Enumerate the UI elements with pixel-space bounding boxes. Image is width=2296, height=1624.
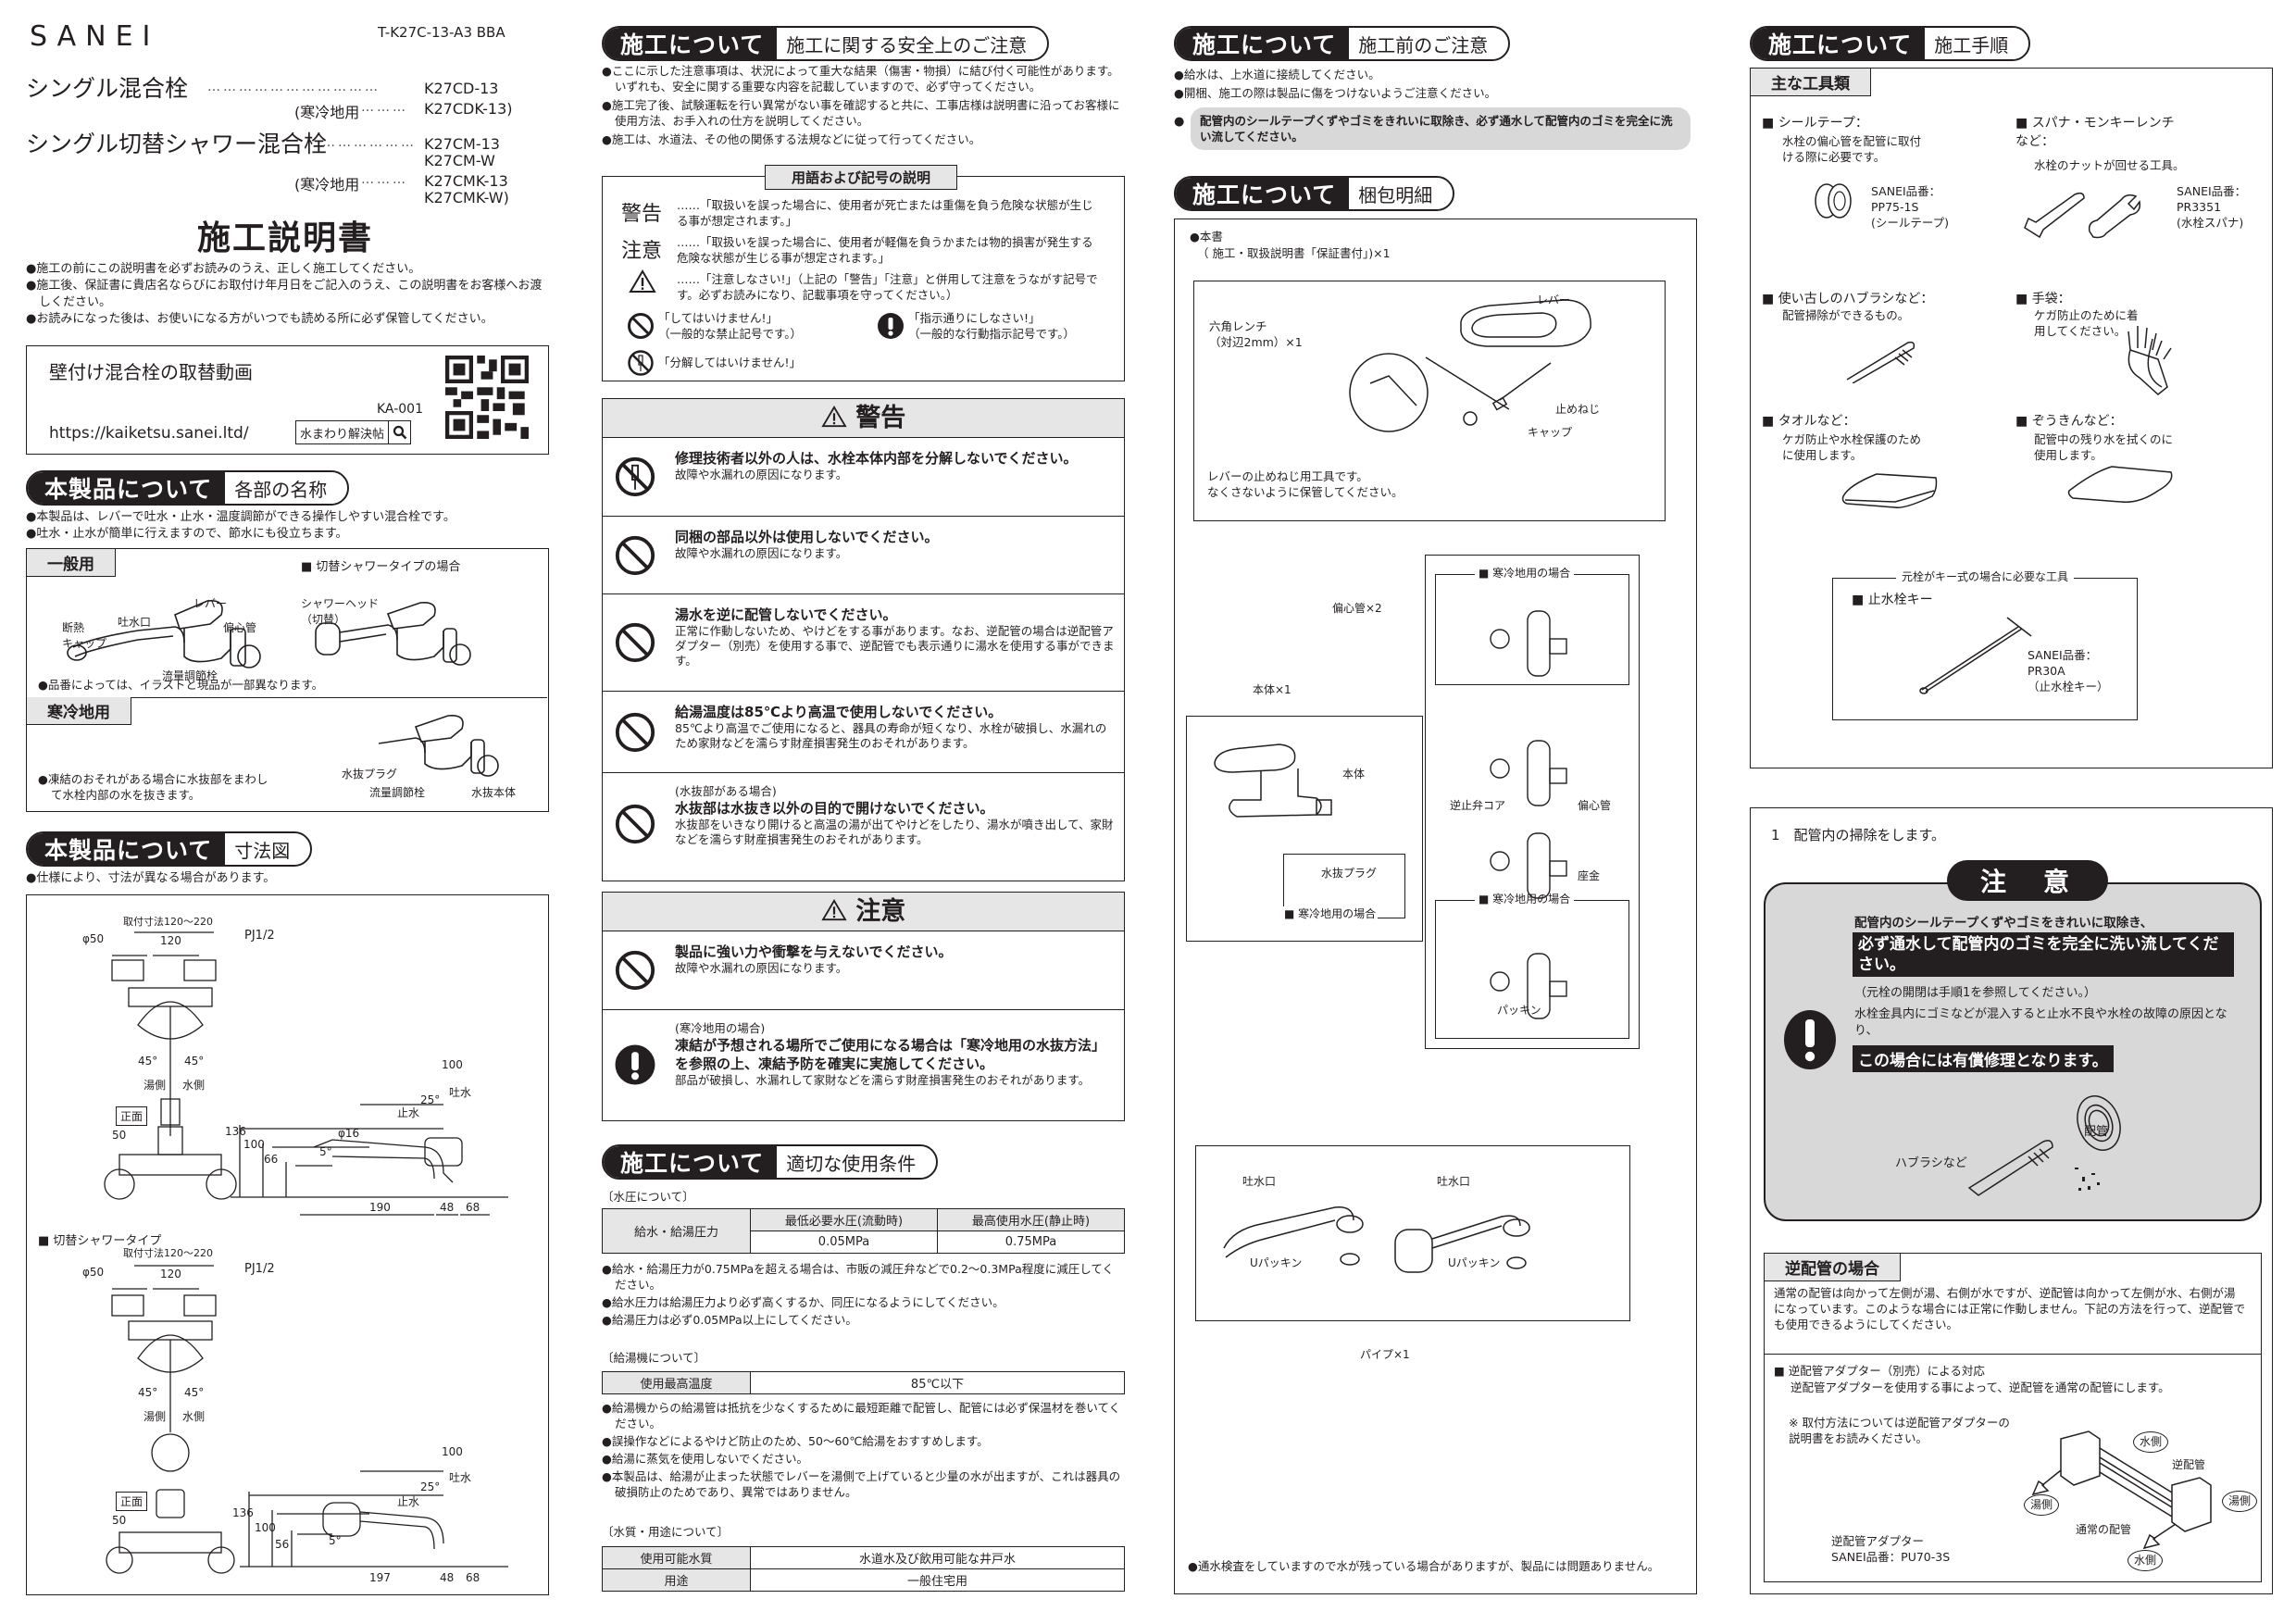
prohibit-icon	[628, 313, 654, 339]
tools-box-continued: タオルなど： ケガ防止や水栓保護のために使用します。 ぞうきんなど： 配管中の残…	[1750, 326, 2273, 768]
page-title: 施工説明書	[197, 219, 374, 257]
qr-code[interactable]	[445, 356, 529, 443]
tools-tag: 主な工具類	[1751, 69, 1871, 96]
no-disassemble-icon	[628, 350, 654, 376]
eccentric-pipe-illustrations	[1490, 610, 1567, 1019]
faucet-body-illustration	[1214, 743, 1332, 818]
wrench-lever-box: 六角レンチ （対辺2mm）×1 レバー 止めねじ キャップ レバーの止めねじ用工…	[1193, 281, 1666, 521]
caution-box: 注意 製品に強い力や衝撃を与えないでください。 故障や水漏れの原因になります。 …	[602, 892, 1125, 1121]
legend-title: 用語および記号の説明	[765, 165, 958, 190]
body-box: 本体 水抜プラグ 寒冷地用の場合	[1186, 716, 1423, 942]
column-4: 施工について 施工手順 主な工具類 シールテープ： 水栓の偏心管を配管に取付ける…	[1750, 0, 2273, 1624]
model-k27cmk-w: K27CMK-W)	[424, 189, 509, 206]
key-tool-box: 元栓がキー式の場合に必要な工具 止水栓キー SANEI品番： PR30A （止水…	[1832, 569, 2138, 720]
document-id: T-K27C-13-A3 BBA	[378, 24, 505, 41]
reverse-piping-tag: 逆配管の場合	[1765, 1254, 1901, 1281]
toothbrush-icon	[1846, 341, 1915, 383]
parts-diagram-box: 一般用 切替シャワータイプの場合 レバー 断熱 キャップ 吐水口 偏心管 流量調…	[26, 548, 549, 812]
pre-install-highlight: 配管内のシールテープくずやゴミをきれいに取除き、必ず通水して配管内のゴミを完全に…	[1191, 107, 1691, 150]
column-1: SANEI T-K27C-13-A3 BBA シングル混合栓 …………………………	[26, 0, 549, 1624]
prohibit-icon	[615, 535, 655, 575]
tools-box: 主な工具類 シールテープ： 水栓の偏心管を配管に取付ける際に必要です。 SANE…	[1750, 68, 2273, 384]
section-header-dimensions: 本製品について 寸法図	[26, 831, 313, 867]
warning-header: 警告	[603, 399, 1124, 438]
column-2: 施工について 施工に関する安全上のご注意 ここに示した注意事項は、状況によって重…	[602, 0, 1125, 1624]
video-info-box: 壁付け混合栓の取替動画 KA-001 https://kaiketsu.sane…	[26, 345, 549, 455]
cloth-icon	[2067, 466, 2173, 503]
sanei-logo: SANEI	[30, 20, 160, 53]
warning-item: 同梱の部品以外は使用しないでください。 故障や水漏れの原因になります。	[603, 517, 1124, 594]
faucet-shower-illustration	[315, 601, 471, 666]
model-k27cmk-13: K27CMK-13	[424, 172, 508, 190]
dimension-drawing-shower	[106, 1265, 508, 1574]
instruction-icon	[615, 1044, 655, 1085]
section-header-conditions: 施工について 適切な使用条件	[602, 1144, 939, 1180]
cold-region-tag: 寒冷地用	[27, 697, 131, 725]
section-header-safety: 施工について 施工に関する安全上のご注意	[602, 26, 1050, 61]
warning-item: 修理技術者以外の人は、水栓本体内部を分解しないでください。 故障や水漏れの原因に…	[603, 438, 1124, 517]
reverse-adapter-illustration	[2031, 1430, 2212, 1550]
caution-header: 注意	[603, 893, 1124, 931]
caution-emphasis-1: 必ず通水して配管内のゴミを完全に洗い流してください。	[1853, 932, 2234, 977]
section-header-package: 施工について 梱包明細	[1174, 176, 1455, 211]
general-tag: 一般用	[27, 549, 116, 577]
warning-item: 給湯温度は85℃より高温で使用しないでください。 85℃より高温でご使用になると…	[603, 692, 1124, 773]
faucet-cold-illustration	[379, 714, 499, 777]
section-header-procedure: 施工について 施工手順	[1750, 26, 2031, 61]
caution-item: (寒冷地用の場合) 凍結が予想される場所でご使用になる場合は「寒冷地用の水抜方法…	[603, 1010, 1124, 1119]
water-key-icon	[1919, 617, 2032, 694]
prohibit-icon	[615, 622, 655, 663]
video-code: KA-001	[377, 402, 423, 417]
caution-title: 注 意	[1947, 860, 2109, 901]
hex-wrench-and-lever-illustration	[1349, 299, 1591, 432]
prohibit-icon	[615, 712, 655, 752]
warning-box: 警告 修理技術者以外の人は、水栓本体内部を分解しないでください。 故障や水漏れの…	[602, 398, 1125, 881]
model-k27cd-13: K27CD-13	[424, 80, 499, 97]
instruction-icon	[1784, 1010, 1836, 1069]
prohibit-icon	[615, 804, 655, 844]
caution-panel: 注 意 配管内のシールテープくずやゴミをきれいに取除き、 必ず通水して配管内のゴ…	[1764, 860, 2262, 1221]
warning-triangle-icon	[821, 899, 847, 921]
water-quality-table: 使用可能水質 水道水及び飲用可能な井戸水 用途 一般住宅用	[602, 1546, 1125, 1592]
prohibit-icon	[615, 950, 655, 991]
eccentric-pipes-box: 寒冷地用の場合 逆止弁コア 偏心管 座金 寒冷地用の場合 パッキン	[1425, 555, 1640, 1049]
video-url[interactable]: https://kaiketsu.sanei.ltd/	[49, 424, 249, 443]
no-disassemble-icon	[615, 456, 655, 497]
warning-item: (水抜部がある場合) 水抜部は水抜き以外の目的で開けないでください。 水抜部をい…	[603, 773, 1124, 875]
section-header-parts: 本製品について 各部の名称	[26, 470, 350, 506]
spout-pipe-illustrations	[1223, 1206, 1530, 1273]
gloves-icon	[2128, 326, 2172, 395]
product-name-1: シングル混合栓	[26, 75, 189, 102]
package-contents-box: 本書 （ 施工・取扱説明書「保証書付」)×1 六角レンチ （対辺2mm）×1 レ…	[1174, 219, 1697, 1594]
model-k27cdk-13: K27CDK-13)	[424, 100, 513, 118]
heater-table: 使用最高温度 85℃以下	[602, 1371, 1125, 1394]
spanner-wrench-icon	[2024, 192, 2141, 239]
model-k27cm-w: K27CM-W	[424, 152, 495, 169]
dimension-drawing-standard	[104, 931, 508, 1216]
warning-triangle-icon	[821, 406, 847, 428]
model-k27cm-13: K27CM-13	[424, 135, 500, 153]
section-header-pre-install: 施工について 施工前のご注意	[1174, 26, 1511, 61]
step-1-title: 1 配管内の掃除をします。	[1771, 827, 1946, 843]
symbol-legend-box: 用語および記号の説明 警告 ……「取扱いを誤った場合に、使用者が死亡または重傷を…	[602, 165, 1125, 381]
warning-item: 湯水を逆に配管しないでください。 正常に作動しないため、やけどをする事があります…	[603, 594, 1124, 692]
dimension-drawing-box: 取付寸法120～220 PJ1/2 φ50 120 45° 45° 湯側 水側 …	[26, 894, 549, 1595]
search-box[interactable]: 水まわり解決帖	[295, 420, 412, 444]
instruction-icon	[878, 313, 904, 339]
caution-emphasis-2: この場合には有償修理となります。	[1853, 1045, 2114, 1072]
towel-icon	[1841, 473, 1938, 508]
reverse-piping-box: 逆配管の場合 通常の配管は向かって左側が湯、右側が水ですが、逆配管は向かって左側…	[1764, 1253, 2262, 1582]
faucet-general-illustration	[67, 599, 261, 668]
spout-pipe-box: 吐水口 吐水口 Uパッキン Uパッキン	[1195, 1145, 1630, 1321]
pressure-table: 給水・給湯圧力 最低必要水圧(流動時) 最高使用水圧(静止時) 0.05MPa …	[602, 1208, 1125, 1254]
magnifier-icon	[388, 421, 410, 443]
caution-item: 製品に強い力や衝撃を与えないでください。 故障や水漏れの原因になります。	[603, 931, 1124, 1010]
seal-tape-icon	[1815, 183, 1852, 219]
procedure-step-box: 1 配管内の掃除をします。 注 意 配管内のシールテープくずやゴミをきれいに取除…	[1750, 807, 2273, 1594]
product-name-2: シングル切替シャワー混合栓	[26, 131, 328, 157]
column-3: 施工について 施工前のご注意 給水は、上水道に接続してください。 開梱、施工の際…	[1174, 0, 1697, 1624]
warning-triangle-icon	[629, 269, 656, 293]
video-title: 壁付け混合栓の取替動画	[49, 361, 253, 383]
brush-cleaning-pipe-illustration	[1967, 1095, 2121, 1196]
